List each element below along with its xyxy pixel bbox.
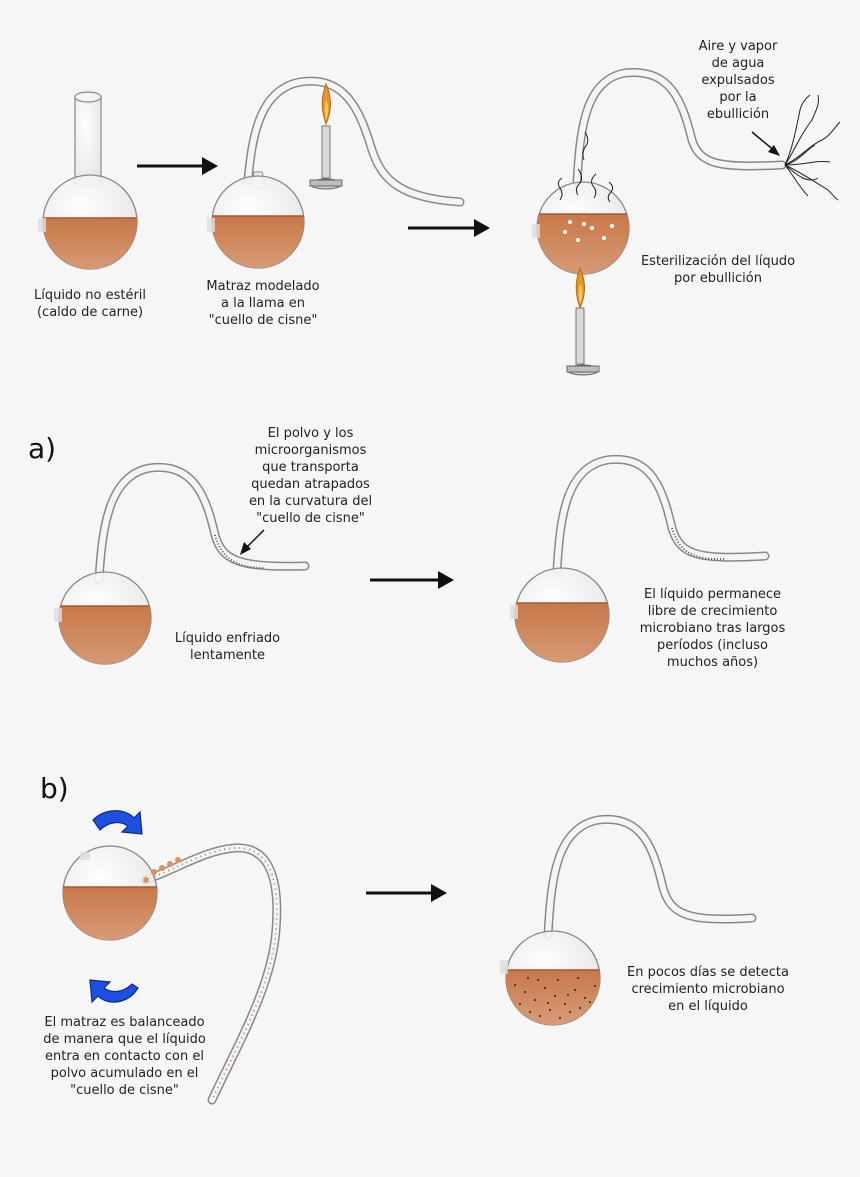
label-polvo-microorganismos: El polvo y los microorganismos que trans… bbox=[248, 426, 373, 526]
label-aire-vapor: Aire y vapor de agua expulsados por la e… bbox=[698, 39, 778, 122]
rotate-arrow-top-icon bbox=[92, 810, 143, 835]
label-matraz-modelado: Matraz modelado a la llama en "cuello de… bbox=[206, 279, 320, 328]
flask-swan-neck-modelled bbox=[207, 76, 465, 269]
arrow-step-1 bbox=[137, 157, 218, 175]
label-liquido-no-esteril: Líquido no estéril (caldo de carne) bbox=[33, 288, 147, 320]
pointer-arrow-dust bbox=[240, 529, 265, 555]
label-liquido-enfriado: Líquido enfriado lentamente bbox=[174, 631, 281, 663]
section-label-b: b) bbox=[40, 772, 69, 805]
steam-burst bbox=[784, 94, 841, 201]
flask-cooled-dust-trapped bbox=[54, 462, 310, 665]
arrow-step-a bbox=[370, 571, 454, 589]
label-matraz-balanceado: El matraz es balanceado de manera que el… bbox=[43, 1015, 206, 1098]
label-pocos-dias: En pocos días se detecta crecimiento mic… bbox=[627, 965, 789, 1014]
rotate-arrow-bottom-icon bbox=[89, 979, 139, 1004]
arrow-step-2 bbox=[408, 219, 490, 237]
label-liquido-permanece: El líquido permanece libre de crecimient… bbox=[639, 587, 786, 670]
flask-straight-neck bbox=[38, 91, 138, 270]
bunsen-burner-1 bbox=[309, 82, 343, 190]
arrow-step-b bbox=[366, 884, 447, 902]
section-label-a: a) bbox=[28, 432, 57, 465]
label-esterilizacion: Esterilización del líqudo por ebullición bbox=[640, 254, 796, 286]
bunsen-burner-2 bbox=[566, 266, 600, 376]
flask-boiling bbox=[532, 68, 787, 275]
pointer-arrow-steam bbox=[751, 131, 780, 156]
